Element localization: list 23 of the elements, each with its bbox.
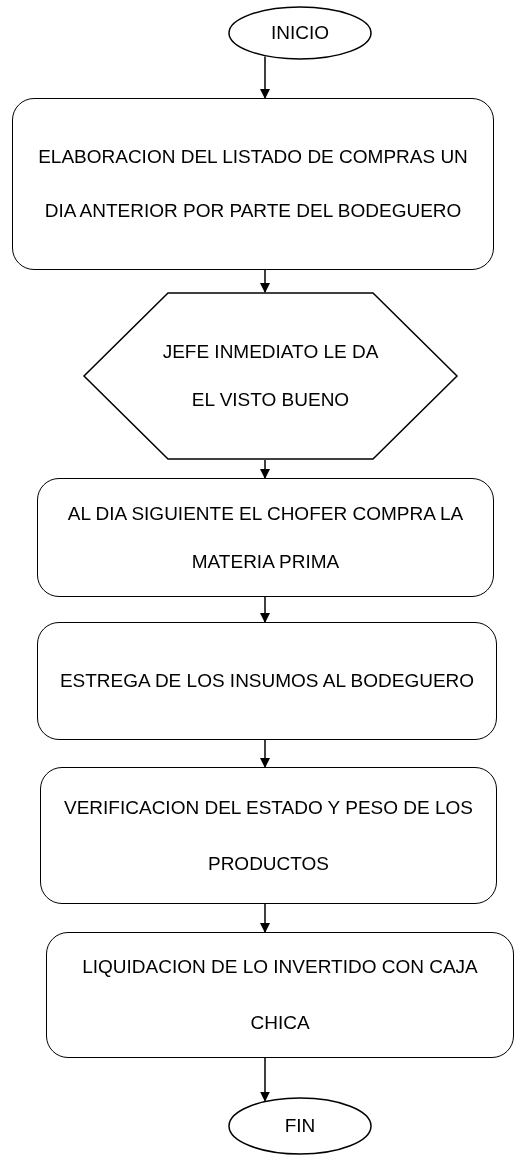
node-text: ESTREGA DE LOS INSUMOS AL BODEGUERO: [59, 669, 475, 693]
node-text: LIQUIDACION DE LO INVERTIDO CON CAJA CHICA: [81, 955, 479, 1035]
arrow: [260, 596, 270, 623]
node-text: INICIO: [270, 21, 330, 45]
arrow: [260, 459, 270, 479]
node-text: VERIFICACION DEL ESTADO Y PESO DE LOS PRODUCTOS: [63, 795, 474, 876]
terminal-ellipse: [228, 1097, 372, 1155]
decision-hexagon: [83, 292, 458, 460]
node-text: ELABORACION DEL LISTADO DE COMPRAS UN DIA ANTERIOR POR PARTE DEL BODEGUERO: [37, 145, 469, 223]
process-box: [40, 767, 497, 904]
arrow: [260, 903, 270, 933]
arrow: [260, 1057, 270, 1102]
process-box: [46, 932, 514, 1058]
arrow: [260, 739, 270, 768]
node-text: AL DIA SIGUIENTE EL CHOFER COMPRA LA MATERIA PRIMA: [66, 501, 465, 574]
node-text: FIN: [284, 1114, 316, 1138]
process-box: [12, 98, 494, 270]
terminal-ellipse: [228, 6, 372, 60]
process-box: [37, 478, 494, 597]
arrow: [260, 269, 270, 293]
arrow: [260, 55, 270, 99]
process-box: [37, 622, 497, 740]
node-text: JEFE INMEDIATO LE DA EL VISTO BUENO: [161, 340, 380, 412]
